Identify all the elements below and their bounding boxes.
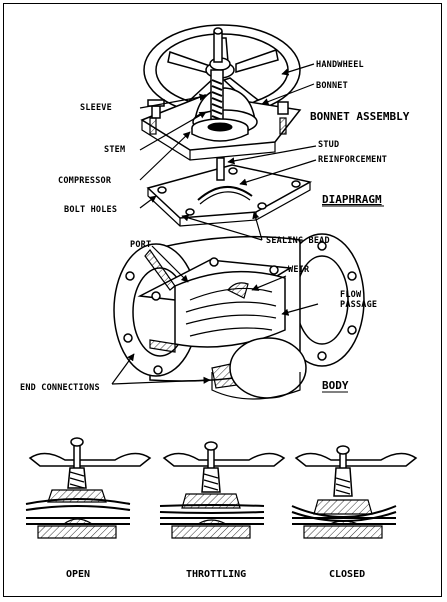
section-view-closed: [291, 445, 418, 539]
stem-sleeve-drawing: [210, 69, 224, 127]
label-end-connections: END CONNECTIONS: [20, 383, 100, 393]
label-compressor: COMPRESSOR: [58, 176, 112, 186]
label-handwheel: HANDWHEEL: [316, 60, 364, 70]
label-stud: STUD: [318, 140, 339, 150]
label-stem: STEM: [104, 145, 125, 155]
caption-closed: CLOSED: [329, 569, 365, 580]
label-passage: PASSAGE: [340, 300, 377, 310]
label-body: BODY: [322, 379, 349, 392]
caption-throttling: THROTTLING: [186, 569, 246, 580]
label-weir: WEIR: [288, 265, 310, 275]
leader-lines: [111, 63, 319, 385]
label-flow: FLOW: [340, 290, 362, 300]
compressor-drawing: [191, 118, 249, 142]
label-sleeve: SLEEVE: [80, 103, 112, 113]
label-reinforcement: REINFORCEMENT: [318, 155, 387, 165]
label-bonnet-assembly: BONNET ASSEMBLY: [310, 110, 410, 123]
label-bonnet: BONNET: [316, 81, 348, 91]
caption-open: OPEN: [66, 569, 90, 580]
section-view-throttling: [159, 441, 286, 539]
label-bolt-holes: BOLT HOLES: [64, 205, 117, 215]
label-sealing-bead: SEALING BEAD: [266, 236, 330, 246]
section-view-open: [25, 437, 152, 539]
valve-body-drawing: [113, 233, 365, 400]
diaphragm-drawing: [146, 157, 313, 227]
label-diaphragm: DIAPHRAGM: [322, 193, 382, 206]
label-port: PORT: [130, 240, 151, 250]
